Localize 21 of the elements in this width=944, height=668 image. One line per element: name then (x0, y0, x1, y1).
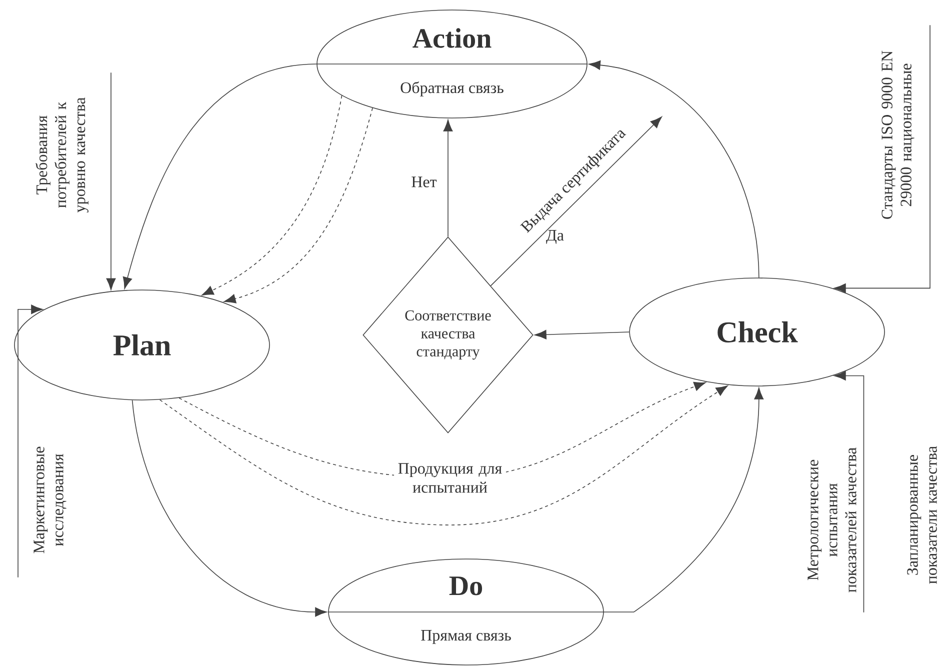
arrow (534, 330, 630, 340)
arrow (202, 95, 342, 296)
vertical-text: Метрологические испытания показателей качества (808, 448, 856, 592)
arrow (588, 60, 760, 278)
vertical-text: Требования потребителей к уровню качества (36, 97, 88, 213)
vertical-text: Маркетинговые исследования (34, 446, 66, 554)
edge-label: Продукция для испытаний (394, 462, 506, 494)
arrow (132, 400, 327, 617)
arrow (159, 386, 728, 526)
arrow (224, 108, 373, 304)
arrow (18, 304, 43, 578)
edge-label: Нет (410, 176, 438, 188)
arrow (834, 371, 864, 613)
arrow (834, 24, 930, 293)
note-text: Запланированные показатели качества (907, 446, 937, 584)
arrow (106, 72, 116, 290)
arrow (604, 388, 764, 612)
arrow (443, 120, 453, 237)
arrow (122, 64, 317, 289)
arrow (490, 116, 662, 286)
vertical-text: Стандарты ISO 9000 EN 29000 национальные (882, 50, 914, 219)
